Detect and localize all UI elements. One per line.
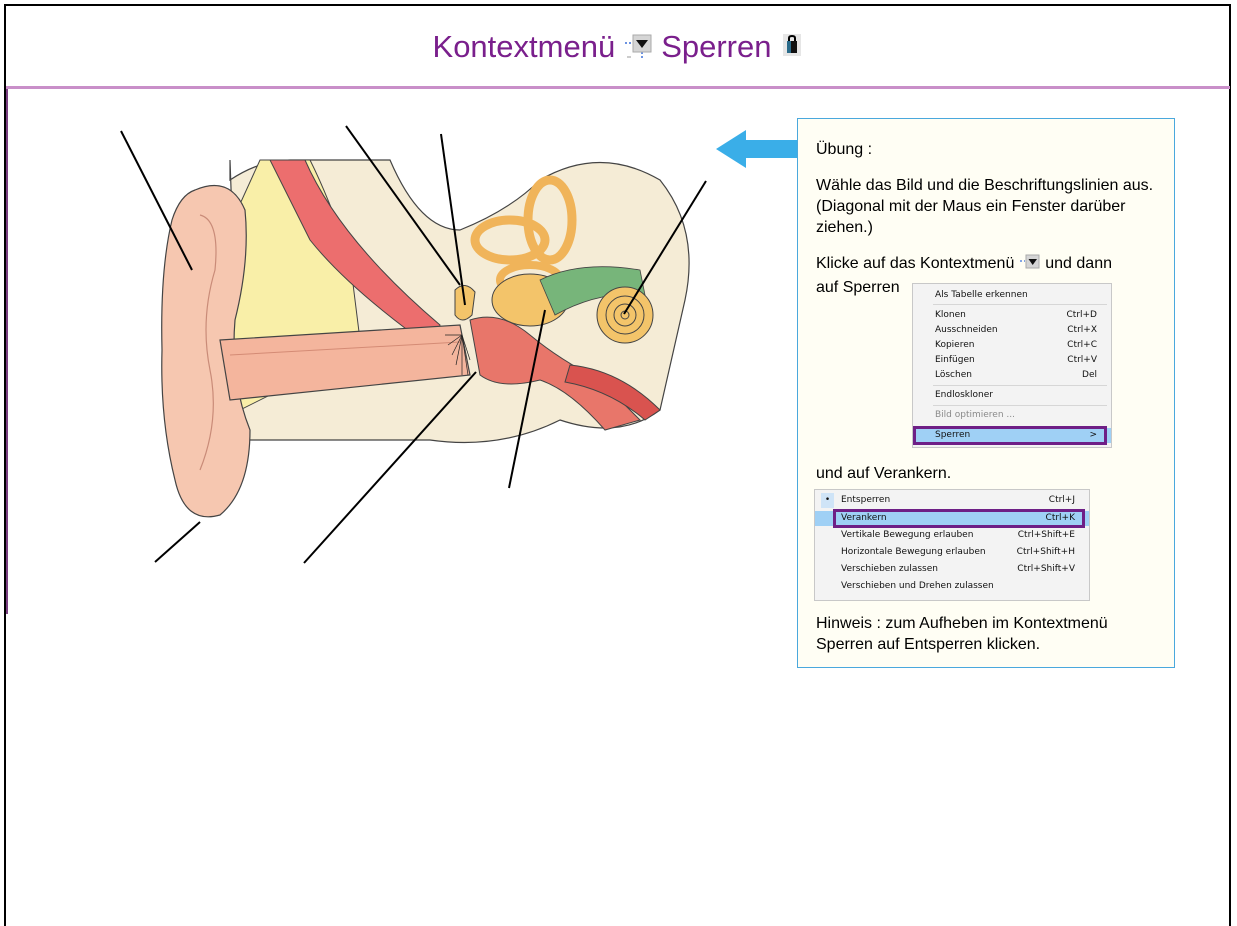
instruction-select: Wähle das Bild und die Beschriftungslini…: [816, 175, 1166, 238]
instruction-text-b: und dann: [1045, 255, 1112, 272]
menu-item-label: Ausschneiden: [935, 323, 998, 338]
context-menu-screenshot: Als Tabelle erkennen Klonen Ctrl+D Aussch…: [912, 283, 1112, 448]
menu-item-shortcut: Ctrl+V: [1067, 353, 1097, 368]
context-menu-icon: [623, 30, 653, 65]
lock-icon: [781, 32, 803, 63]
menu-item-label: Verschieben zulassen: [841, 562, 938, 577]
menu-item-label: Kopieren: [935, 338, 974, 353]
menu-item-label: Bild optimieren ...: [935, 408, 1015, 423]
menu-item-shortcut: Ctrl+Shift+V: [1017, 562, 1075, 577]
menu-item-label: Horizontale Bewegung erlauben: [841, 545, 986, 560]
instruction-anchor: und auf Verankern.: [816, 463, 1166, 484]
highlight-sperren: [913, 426, 1107, 445]
hint-text: Hinweis : zum Aufheben im Kontextmenü Sp…: [816, 613, 1166, 655]
ear-anatomy-illustration[interactable]: [100, 120, 720, 570]
menu-item-label: Klonen: [935, 308, 966, 323]
menu-item-shortcut: Del: [1082, 368, 1097, 383]
menu-item-shortcut: Ctrl+Shift+H: [1017, 545, 1075, 560]
title-part-context-menu: Kontextmenü: [433, 29, 616, 65]
highlight-verankern: [833, 509, 1085, 528]
menu-item-label: Löschen: [935, 368, 972, 383]
arrow-left-icon: [716, 130, 798, 168]
instruction-text-c: auf Sperren: [816, 279, 900, 296]
menu-item-label: Vertikale Bewegung erlauben: [841, 528, 973, 543]
exercise-panel: Übung : Wähle das Bild und die Beschrift…: [797, 118, 1175, 668]
left-accent-rule: [6, 89, 8, 614]
context-menu-icon: [1019, 251, 1041, 277]
menu-item-label: Endloskloner: [935, 388, 993, 403]
menu-item-label: Einfügen: [935, 353, 975, 368]
menu-item-label: Als Tabelle erkennen: [935, 288, 1028, 303]
instruction-text-a: Klicke auf das Kontextmenü: [816, 255, 1014, 272]
title-part-lock: Sperren: [661, 29, 771, 65]
menu-item-label: Entsperren: [841, 493, 890, 508]
menu-item-shortcut: Ctrl+J: [1049, 493, 1075, 508]
menu-item-shortcut: Ctrl+Shift+E: [1018, 528, 1075, 543]
page-title: Kontextmenü Sperren: [6, 6, 1230, 88]
menu-item-shortcut: Ctrl+C: [1067, 338, 1097, 353]
menu-item-shortcut: Ctrl+X: [1067, 323, 1097, 338]
exercise-heading: Übung :: [816, 139, 1166, 160]
menu-item-shortcut: Ctrl+D: [1067, 308, 1098, 323]
bullet-icon: •: [821, 493, 834, 508]
title-divider: [6, 86, 1230, 89]
menu-item-label: Verschieben und Drehen zulassen: [841, 579, 994, 594]
